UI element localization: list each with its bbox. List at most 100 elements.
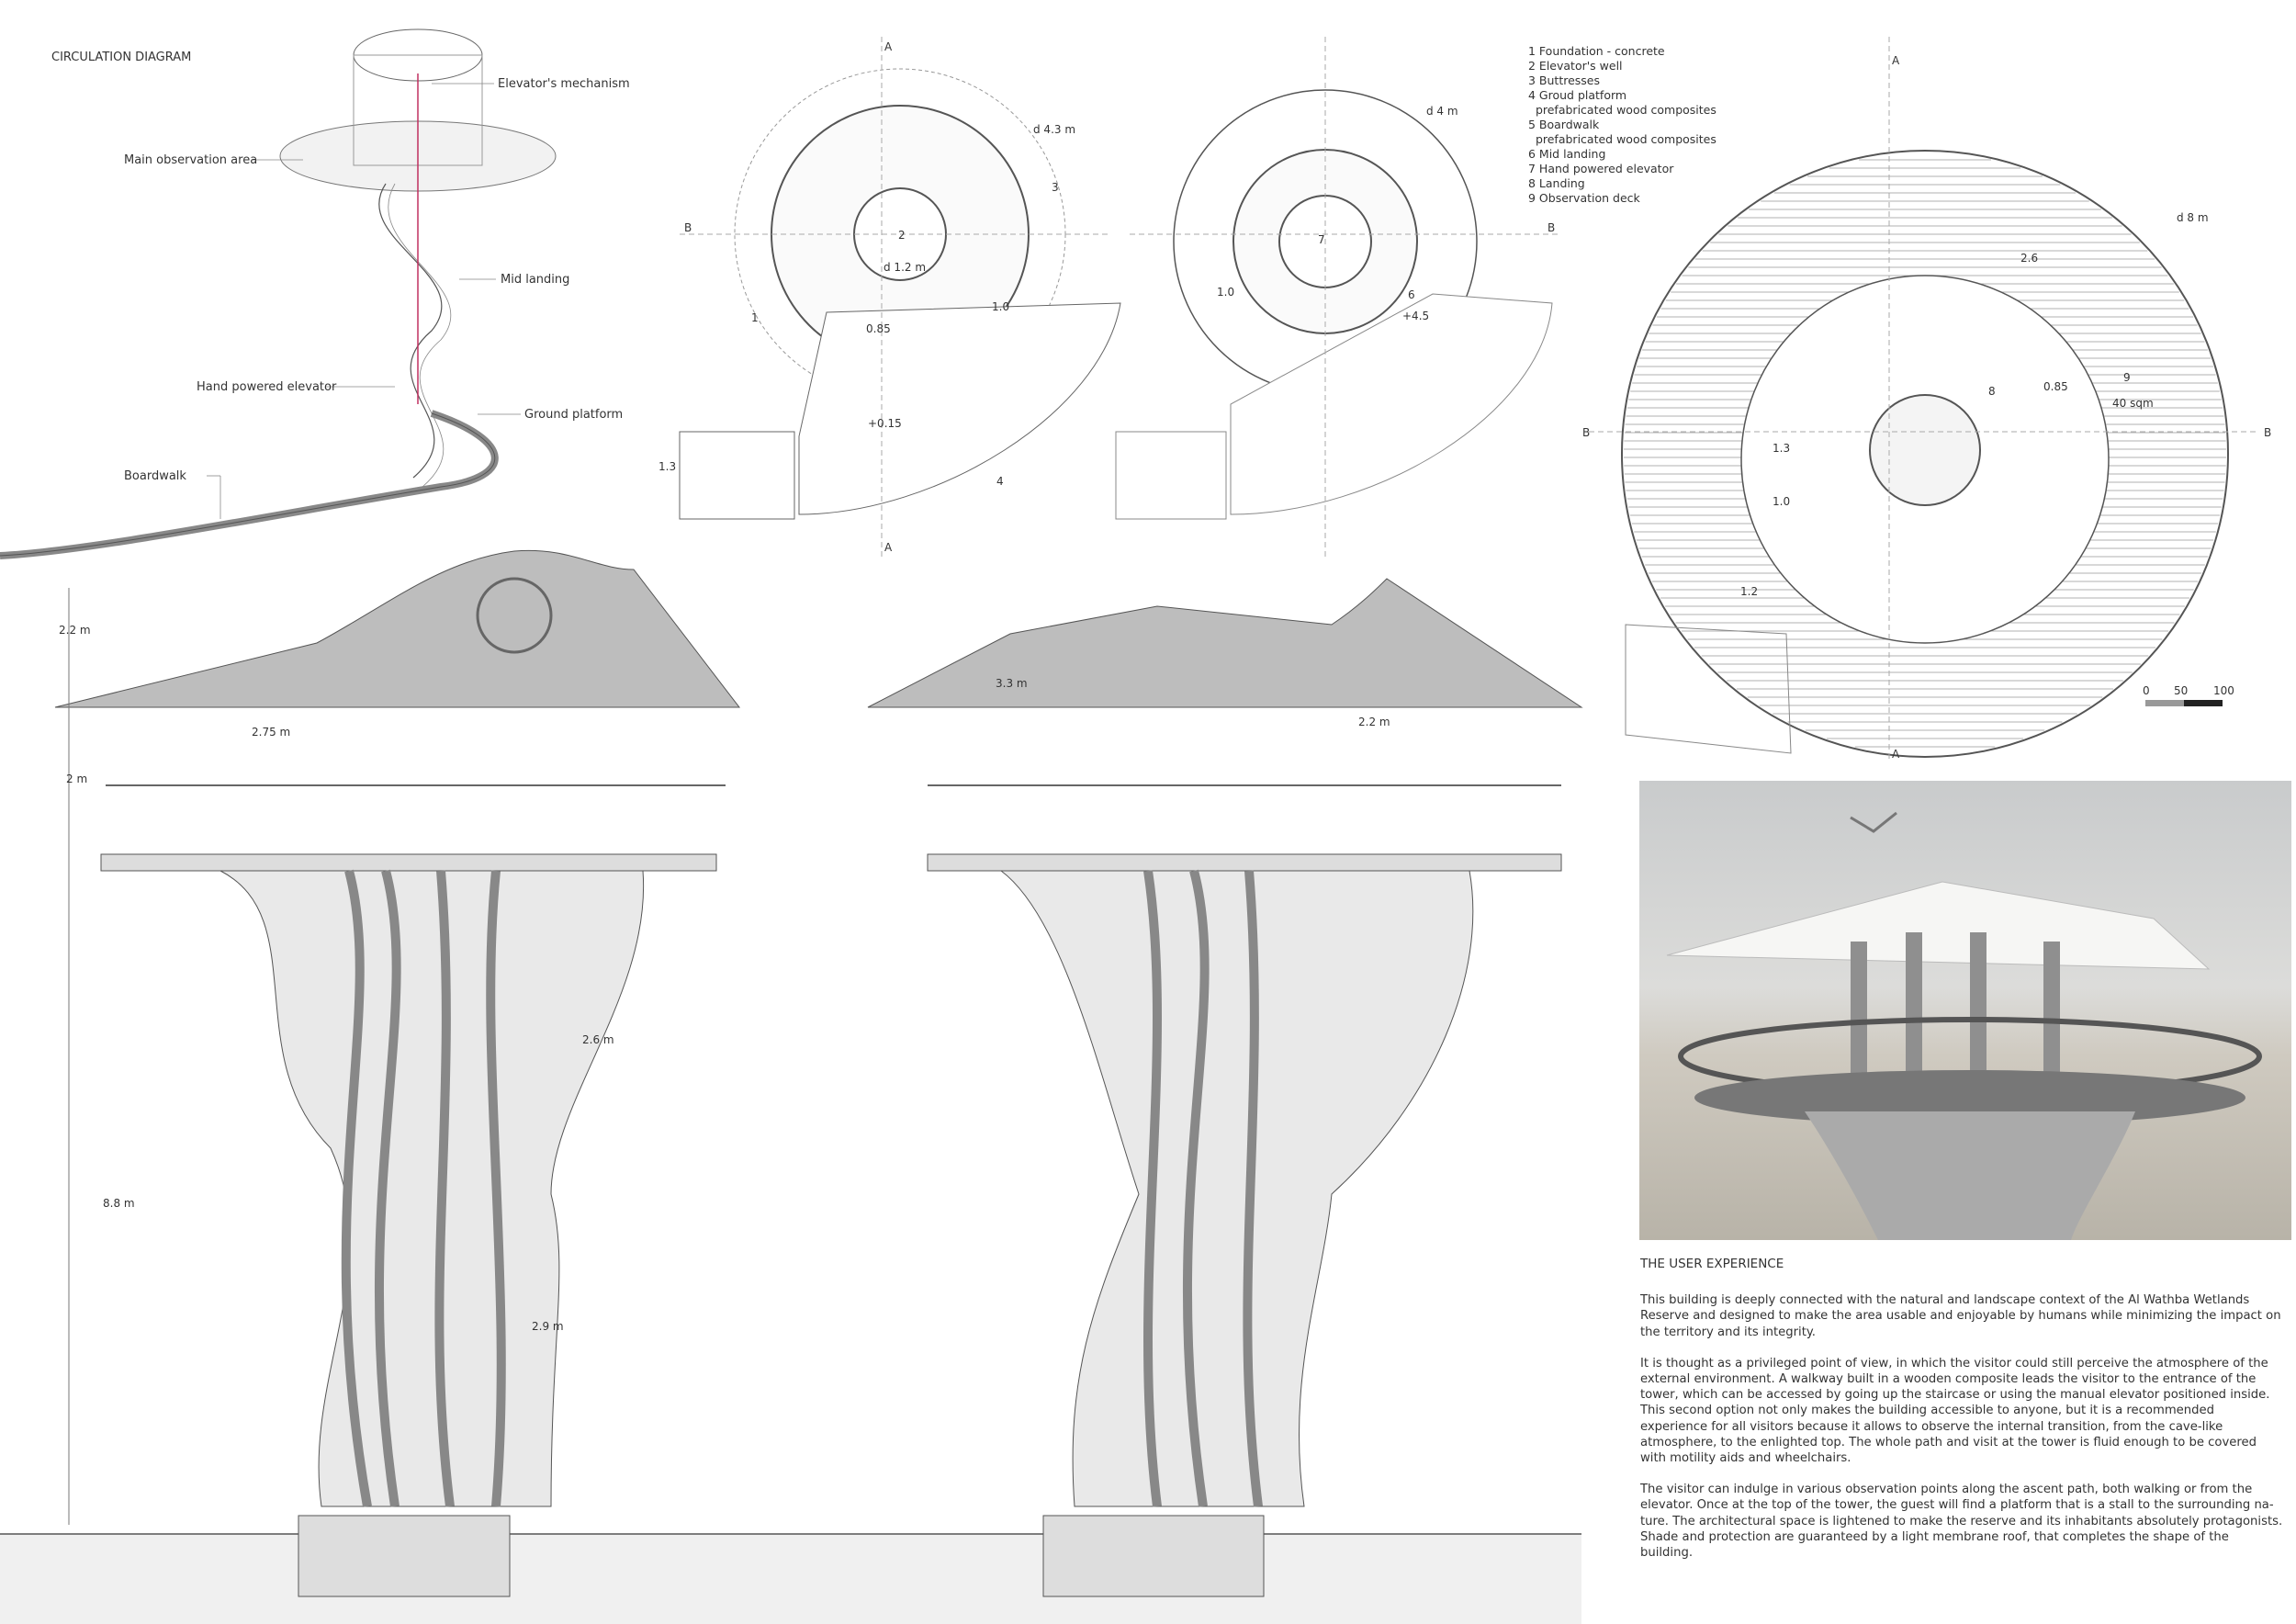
render-illustration (1666, 811, 2262, 1240)
cut-b: B (684, 221, 692, 234)
dim-rail: 2 m (66, 773, 87, 785)
legend-item: 5 Boardwalk (1528, 118, 1600, 131)
bird-icon (1850, 811, 1897, 833)
label-hand-elevator: Hand powered elevator (197, 380, 337, 394)
leader-lines (207, 83, 521, 519)
tag-6: 6 (1408, 288, 1415, 301)
tower-shell (999, 870, 1474, 1507)
legend-item: 6 Mid landing (1528, 147, 1606, 161)
tag-2: 2 (898, 229, 906, 242)
boardwalk-edge (0, 412, 496, 557)
dim-d-outer: d 8 m (2177, 211, 2209, 224)
tag-1: 1 (751, 311, 759, 324)
legend-item: prefabricated wood composites (1528, 103, 1716, 117)
legend-item: prefabricated wood composites (1528, 132, 1716, 146)
tag-3: 3 (1052, 181, 1059, 194)
legend-item: 7 Hand powered elevator (1528, 162, 1674, 175)
tag-9: 9 (2123, 371, 2131, 384)
render-image (1639, 781, 2291, 1240)
dim-1-0: 1.0 (1217, 286, 1234, 299)
tag-8: 8 (1988, 385, 1996, 398)
cut-a-top: A (1892, 54, 1900, 67)
legend-item: 1 Foundation - concrete (1528, 44, 1665, 58)
membrane-roof (867, 578, 1583, 708)
plan-ground-level: d 4.3 m 2 3 d 1.2 m 1.0 0.85 1 +0.15 4 1… (658, 37, 1121, 560)
cut-a-bottom: A (1892, 748, 1900, 761)
scale-100: 100 (2213, 684, 2234, 697)
level-mark: +0.15 (868, 417, 902, 430)
user-experience-text: THE USER EXPERIENCE This building is dee… (1640, 1257, 2283, 1576)
spiral-stair (378, 183, 443, 479)
dim-1-3: 1.3 (1773, 442, 1790, 455)
dim-1-0: 1.0 (992, 300, 1009, 313)
tag-7: 7 (1318, 233, 1325, 246)
circulation-title: CIRCULATION DIAGRAM (51, 51, 191, 64)
paragraph: It is thought as a privileged point of v… (1640, 1356, 2270, 1466)
dim-d-outer: d 4.3 m (1033, 123, 1075, 136)
label-ground-platform: Ground platform (524, 408, 623, 422)
elevator-core (1869, 394, 1981, 506)
dim-d-outer: d 4 m (1426, 105, 1458, 118)
plan-mid-level: d 4 m 7 6 +4.5 1.0 B (1115, 37, 1561, 560)
label-mid-landing: Mid landing (501, 273, 569, 287)
dim-top: 2.75 m (252, 726, 290, 739)
legend: 1 Foundation - concrete 2 Elevator's wel… (1528, 44, 1716, 206)
cut-b-left: B (1582, 426, 1590, 439)
dim-0-85: 0.85 (866, 322, 891, 335)
cut-a-top: A (884, 40, 893, 53)
dim-low: 2.9 m (532, 1320, 564, 1333)
dim-top: 3.3 m (996, 677, 1028, 690)
dim-total: 8.8 m (103, 1197, 135, 1210)
section-a-a: 2.2 m 2 m 2.75 m 2.6 m 8.8 m 2.9 m (54, 549, 741, 1597)
ground-platform-outline (1230, 293, 1553, 515)
scale-0: 0 (2143, 684, 2150, 697)
legend-item: 8 Landing (1528, 176, 1585, 190)
label-boardwalk: Boardwalk (124, 469, 186, 483)
label-main-observation: Main observation area (124, 153, 257, 167)
stair-entry-outline (1625, 624, 1792, 754)
cut-b: B (1548, 221, 1555, 234)
legend-item: 3 Buttresses (1528, 73, 1601, 87)
stair-entry-outline (1115, 431, 1227, 520)
foundation (1042, 1515, 1265, 1597)
foundation (298, 1515, 511, 1597)
dim-1-0: 1.0 (1773, 495, 1790, 508)
legend-item: 9 Observation deck (1528, 191, 1640, 205)
scale-seg-1 (2145, 700, 2184, 706)
observation-deck-slab (927, 853, 1562, 872)
spiral-stair-edge (388, 183, 452, 488)
observation-deck-slab (100, 853, 717, 872)
legend-item: 4 Groud platform (1528, 88, 1627, 102)
dim-0-85: 0.85 (2043, 380, 2068, 393)
render-tower (1805, 1111, 2135, 1240)
membrane-roof (54, 549, 741, 708)
dim-2-6: 2.6 (2020, 252, 2038, 265)
ground-platform (798, 302, 1121, 515)
render-roof (1666, 881, 2211, 970)
scale-50: 50 (2174, 684, 2188, 697)
ground-hatch (0, 1534, 1581, 1624)
scale-bar: 0 50 100 (2143, 684, 2234, 706)
elevator-wheel (476, 577, 553, 654)
area-label: 40 sqm (2112, 397, 2154, 410)
legend-item: 2 Elevator's well (1528, 59, 1623, 73)
buttress-columns (341, 869, 506, 1507)
tower-shell (219, 870, 645, 1507)
dim-mid: 2.6 m (582, 1033, 614, 1046)
dim-mid: 2.2 m (1358, 716, 1390, 728)
cut-b-right: B (2264, 426, 2271, 439)
circulation-diagram: CIRCULATION DIAGRAM Elevator's mechanism… (0, 28, 630, 559)
label-elevator-mechanism: Elevator's mechanism (498, 77, 630, 91)
plan-observation-deck: d 8 m 2.6 9 8 0.85 40 sqm 1.3 1.0 1.2 B … (1582, 37, 2271, 762)
buttress-columns (1143, 869, 1263, 1507)
dim-1-2: 1.2 (1740, 585, 1758, 598)
cut-a-bottom: A (884, 541, 893, 554)
stair-entry (679, 431, 795, 520)
paragraph: This building is deeply connected with t… (1640, 1293, 2281, 1339)
section-title: THE USER EXPERIENCE (1640, 1257, 1784, 1271)
scale-seg-2 (2184, 700, 2223, 706)
dim-roof: 2.2 m (59, 624, 91, 637)
paragraph: The visitor can indulge in various obser… (1640, 1483, 2283, 1561)
dim-stair: 1.3 (658, 460, 676, 473)
